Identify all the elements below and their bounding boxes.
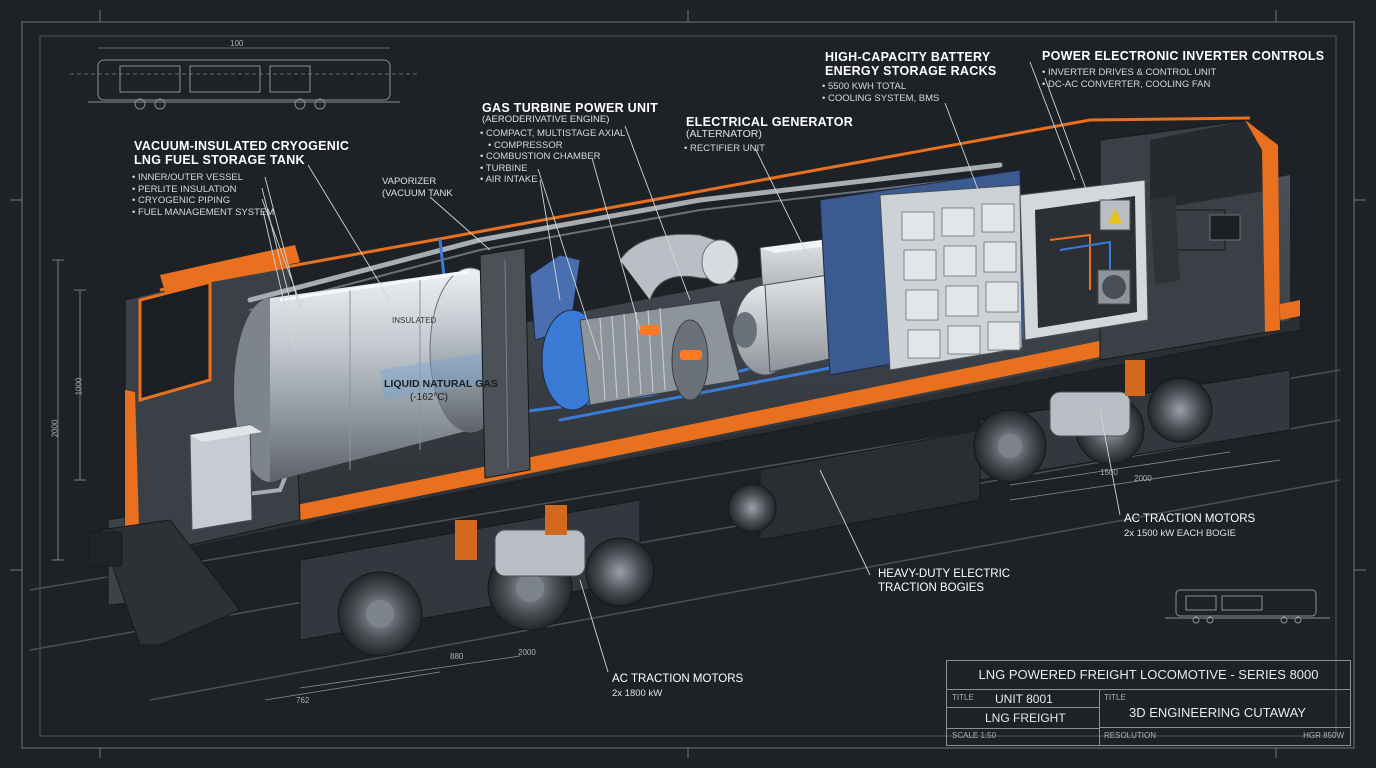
tank-label-main-line2: (-162°C) [410,392,448,403]
title-block-freight: LNG FREIGHT [985,711,1066,725]
tank-label-main-line1: LIQUID NATURAL GAS [384,378,498,390]
battery-title-line2: ENERGY STORAGE RACKS [825,64,997,78]
gas-turbine-item: COMBUSTION CHAMBER [480,151,625,163]
front-traction-motors-title: AC TRACTION MOTORS [612,673,744,685]
dim-left-height-outer: 2000 [50,419,60,438]
title-block-subject: 3D ENGINEERING CUTAWAY [1129,705,1306,720]
thumbnail-side-view-bottom-right [1165,589,1330,624]
frame-ticks [10,10,1366,758]
title-block-left-cell: TITLE UNIT 8001 LNG FREIGHT SCALE 1:50 [947,689,1100,745]
title-block-main-title: LNG POWERED FREIGHT LOCOMOTIVE - SERIES … [947,661,1350,690]
gas-turbine-item: AIR INTAKE [480,174,625,186]
dim-bottom-front-1: 880 [450,652,464,661]
title-label-2: TITLE [1104,693,1126,702]
title-block-resolution-label: RESOLUTION [1104,731,1157,740]
inverter-item: DC-AC CONVERTER, COOLING FAN [1042,79,1216,91]
gas-turbine-item: TURBINE [480,163,625,175]
bogies-label-line1: HEAVY-DUTY ELECTRIC [878,568,1011,580]
generator-subtitle: (ALTERNATOR) [686,128,762,140]
lng-fuel-tank [234,267,511,482]
front-bogie [299,499,655,657]
lng-tank-item: FUEL MANAGEMENT SYSTEM [132,207,274,219]
front-traction-motors-detail: 2x 1800 kW [612,688,663,699]
generator-title: ELECTRICAL GENERATOR [686,115,854,129]
vaporizer-label-line1: VAPORIZER [382,176,437,187]
title-block-divider [1099,727,1350,728]
title-block: LNG POWERED FREIGHT LOCOMOTIVE - SERIES … [946,660,1351,746]
title-block-right-cell: TITLE 3D ENGINEERING CUTAWAY RESOLUTION … [1099,689,1350,745]
dim-top-length: 100 [230,39,244,48]
lng-tank-item: PERLITE INSULATION [132,184,274,196]
lng-tank-item: INNER/OUTER VESSEL [132,172,274,184]
title-label-1: TITLE [952,693,974,702]
front-equipment-box [189,424,262,531]
title-block-resolution-value: HGR 850W [1303,731,1344,740]
gas-turbine-item-continuation: COMPRESSOR [480,140,625,152]
rear-traction-motors-detail: 2x 1500 kW EACH BOGIE [1124,528,1236,539]
gas-turbine-title: GAS TURBINE POWER UNIT [482,101,659,115]
roof-cutaway-edge [159,116,1251,292]
dim-right-2: 2000 [1134,474,1152,483]
gas-turbine-subtitle: (AERODERIVATIVE ENGINE) [482,114,610,125]
lng-tank-title-line1: VACUUM-INSULATED CRYOGENIC [134,139,350,153]
lng-tank-items: INNER/OUTER VESSEL PERLITE INSULATION CR… [132,172,274,218]
leader-lines [261,61,1121,673]
gas-turbine-items: COMPACT, MULTISTAGE AXIAL COMPRESSOR COM… [480,128,625,186]
battery-racks [819,169,1026,376]
cab-interior [1150,196,1241,285]
generator-items: RECTIFIER UNIT [684,143,765,155]
bogies-label-line2: TRACTION BOGIES [878,582,985,594]
generator-item: RECTIFIER UNIT [684,143,765,155]
rear-traction-motors-title: AC TRACTION MOTORS [1124,513,1256,525]
dim-bottom-front-2: 2000 [518,648,536,657]
gas-turbine [529,233,741,411]
dimension-lines [52,259,1281,701]
dim-left-height-inner: 1000 [74,377,84,396]
inverter-items: INVERTER DRIVES & CONTROL UNIT DC-AC CON… [1042,67,1216,90]
center-drum [727,483,777,533]
tank-label-top: INSULATED [392,316,437,325]
rear-bogie [973,360,1291,483]
dim-right-1: 1500 [1100,468,1118,477]
title-block-unit: UNIT 8001 [995,692,1053,706]
battery-item: 5500 KWH TOTAL [822,81,939,93]
inverter-item: INVERTER DRIVES & CONTROL UNIT [1042,67,1216,79]
gas-turbine-item: COMPACT, MULTISTAGE AXIAL [480,128,625,140]
vaporizer-unit [479,247,531,479]
vaporizer-label-line2: (VACUUM TANK [382,188,453,199]
thumbnail-side-view-top-left [70,47,420,110]
lng-tank-item: CRYOGENIC PIPING [132,195,274,207]
battery-title-line1: HIGH-CAPACITY BATTERY [825,50,991,64]
lng-tank-title-line2: LNG FUEL STORAGE TANK [134,153,305,167]
inverter-title: POWER ELECTRONIC INVERTER CONTROLS [1042,49,1325,63]
inverter-cabinet [1019,179,1149,341]
title-block-scale: SCALE 1:50 [952,731,997,740]
dim-bottom-left: 762 [296,696,310,705]
battery-items: 5500 KWH TOTAL COOLING SYSTEM, BMS [822,81,939,104]
freight-row: LNG FREIGHT [947,707,1099,729]
battery-item: COOLING SYSTEM, BMS [822,93,939,105]
